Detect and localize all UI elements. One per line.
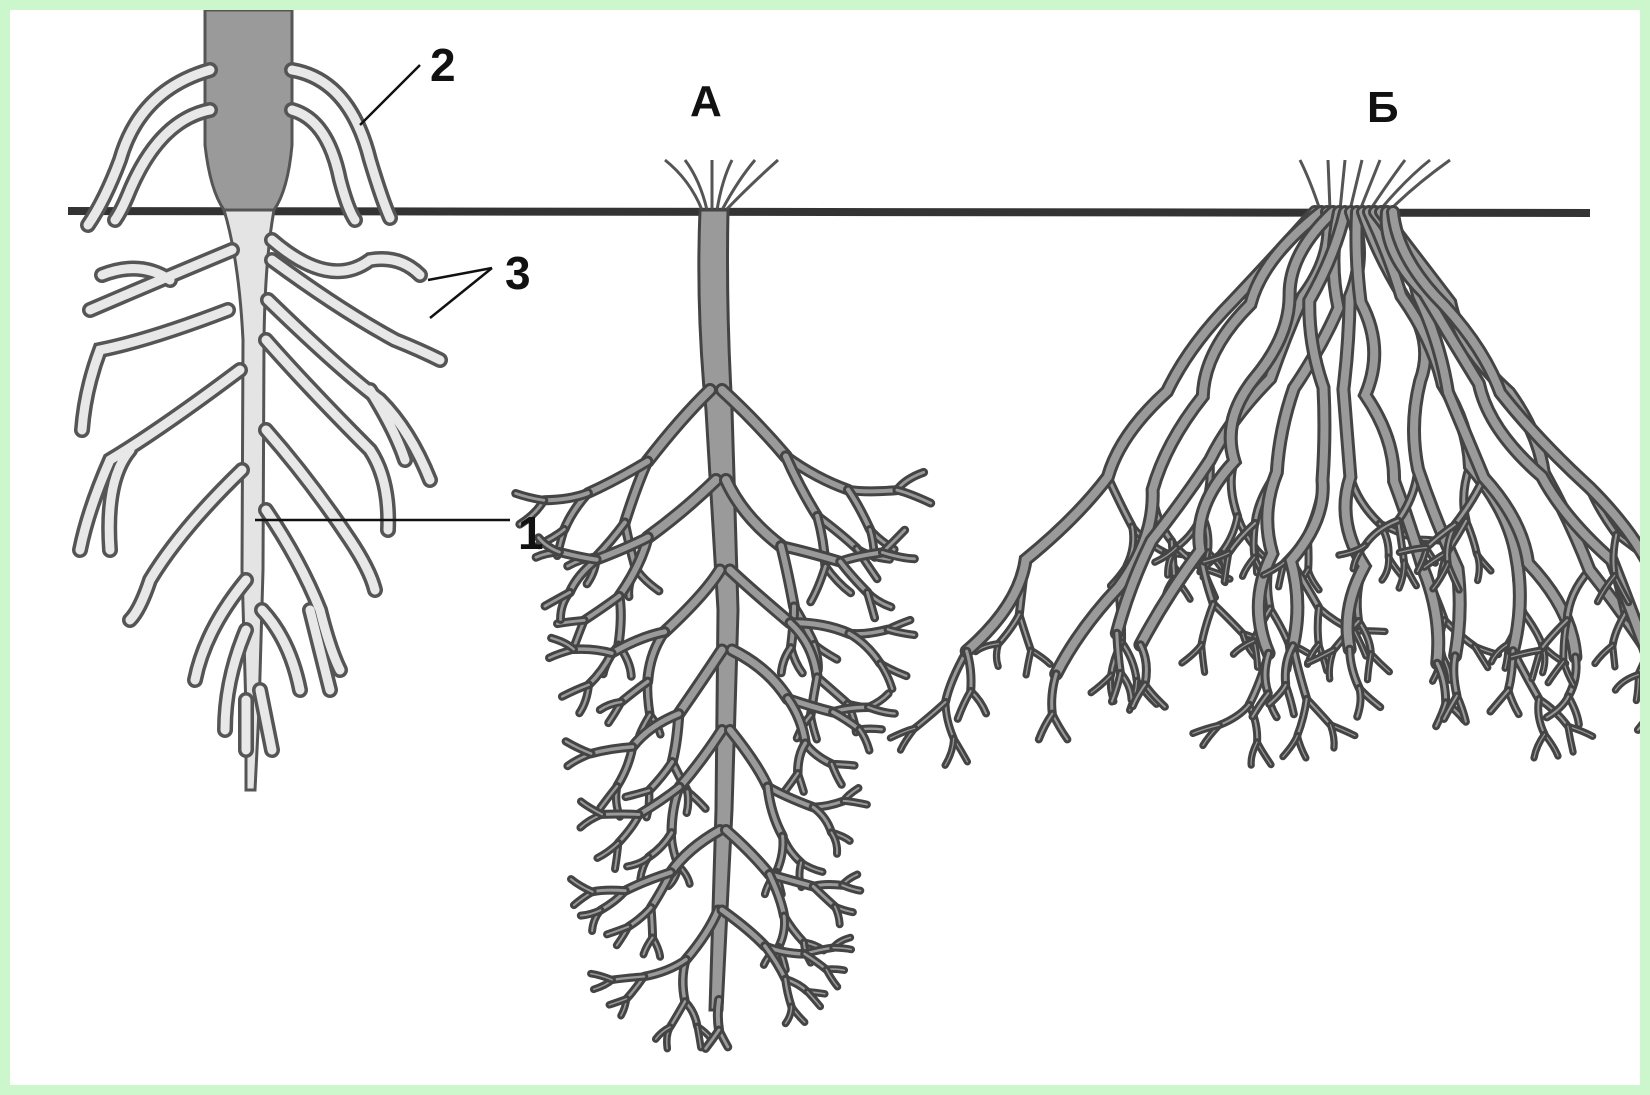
fibrous-root-system-b bbox=[890, 160, 1640, 774]
leader-line-3b bbox=[430, 268, 492, 318]
labelled-root-system bbox=[80, 10, 510, 790]
stem-base bbox=[205, 10, 292, 210]
leader-line-3a bbox=[428, 268, 492, 280]
root-systems-illustration bbox=[10, 10, 1640, 1085]
taproot-system-a bbox=[516, 160, 931, 1049]
part-label-lateral-roots: 3 bbox=[505, 250, 531, 296]
fibrous-roots bbox=[890, 212, 1640, 774]
diagram-panel: А Б 1 2 3 bbox=[10, 10, 1640, 1085]
part-label-main-root: 1 bbox=[518, 510, 544, 556]
part-label-adventitious-roots: 2 bbox=[430, 42, 456, 88]
panel-label-b: Б bbox=[1367, 86, 1399, 130]
taproot bbox=[699, 210, 738, 1010]
leader-line-2 bbox=[360, 65, 420, 125]
panel-label-a: А bbox=[690, 80, 722, 124]
